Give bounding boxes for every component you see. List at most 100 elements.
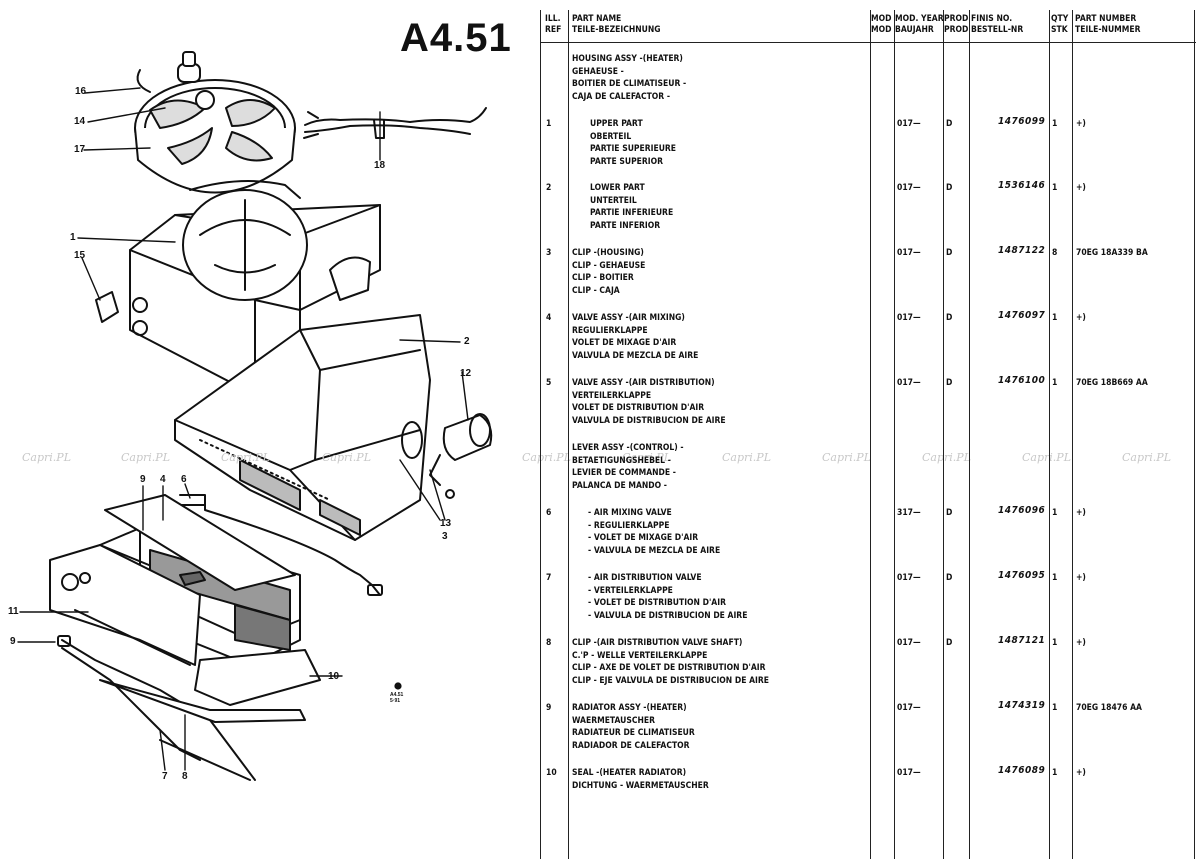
upper-housing-drawing [95, 180, 381, 396]
ill-ref-cell: 3 [546, 248, 552, 258]
prod-cell: D [946, 119, 953, 129]
blower-assembly-drawing [134, 51, 296, 194]
qty-cell: 1 [1052, 573, 1058, 583]
wiring-harness-drawing [303, 107, 487, 139]
ill-ref-cell: 4 [546, 313, 552, 323]
part-name-cell: - AIR MIXING VALVE- REGULIERKLAPPE - VOL… [588, 508, 721, 556]
diagram-reference-stamp: A4.51 5·91 [390, 692, 404, 704]
ill-ref-cell: 2 [546, 183, 552, 193]
finis-number-cell: 1476089 [998, 765, 1046, 776]
prod-cell: D [946, 248, 953, 258]
callout-13: 13 [440, 518, 452, 529]
lever-assembly-6-drawing [179, 494, 383, 596]
ill-ref-cell: 7 [546, 573, 552, 583]
qty-cell: 1 [1052, 378, 1058, 388]
qty-cell: 1 [1052, 768, 1058, 778]
finis-number-cell: 1476097 [998, 310, 1046, 321]
mod-year-cell: 017— [897, 768, 921, 778]
finis-number-cell: 1474319 [998, 700, 1046, 711]
part-name-cell: - AIR DISTRIBUTION VALVE- VERTEILERKLAPP… [588, 573, 748, 621]
part-name-cell: CLIP -(AIR DISTRIBUTION VALVE SHAFT)C.'P… [572, 638, 769, 686]
column-rule [969, 10, 970, 859]
callout-16: 16 [75, 86, 87, 97]
mod-year-cell: 017— [897, 119, 921, 129]
callout-4: 4 [160, 474, 166, 485]
mod-year-cell: 017— [897, 313, 921, 323]
finis-number-cell: 1476096 [998, 505, 1046, 516]
column-rule [943, 10, 944, 859]
callout-1: 1 [70, 232, 76, 243]
watermark: Capri.PL [522, 451, 571, 464]
part-number-cell: +) [1076, 508, 1086, 518]
heater-exploded-drawing [17, 51, 493, 781]
ill-ref-cell: 8 [546, 638, 552, 648]
callout-11: 11 [8, 606, 19, 617]
mod-year-cell: 017— [897, 703, 921, 713]
callout-10: 10 [328, 671, 340, 682]
finis-number-cell: 1487122 [998, 245, 1046, 256]
watermark: Capri.PL [922, 451, 971, 464]
column-rule [870, 10, 871, 859]
watermark: Capri.PL [121, 451, 170, 464]
mod-year-cell: 017— [897, 183, 921, 193]
mod-year-cell: 317— [897, 508, 921, 518]
finis-number-cell: 1536146 [998, 180, 1046, 191]
ill-ref-cell: 10 [546, 768, 557, 778]
prod-cell: D [946, 378, 953, 388]
finis-number-cell: 1476095 [998, 570, 1046, 581]
qty-cell: 1 [1052, 638, 1058, 648]
seal-panel-drawing [104, 494, 296, 591]
column-rule [1049, 10, 1050, 859]
header-finis-no: FINIS NO.BESTELL-NR [971, 14, 1024, 35]
callout-17: 17 [74, 144, 86, 155]
callout-8: 8 [182, 771, 188, 782]
qty-cell: 1 [1052, 508, 1058, 518]
callout-15: 15 [74, 250, 86, 261]
part-number-cell: 70EG 18476 AA [1076, 703, 1142, 713]
qty-cell: 1 [1052, 183, 1058, 193]
part-name-cell: VALVE ASSY -(AIR MIXING)REGULIERKLAPPE V… [572, 313, 699, 361]
finis-number-cell: 1476099 [998, 116, 1046, 127]
mod-year-cell: 017— [897, 378, 921, 388]
exploded-diagram: A4.51 16 14 17 18 1 15 2 12 13 3 9 4 6 1… [0, 0, 540, 859]
part-name-cell: SEAL -(HEATER RADIATOR)DICHTUNG - WAERME… [572, 768, 709, 791]
watermark: Capri.PL [622, 451, 671, 464]
column-rule [540, 10, 541, 859]
qty-cell: 1 [1052, 703, 1058, 713]
ill-ref-cell: 6 [546, 508, 552, 518]
part-number-cell: 70EG 18A339 BA [1076, 248, 1148, 258]
callout-18: 18 [374, 160, 386, 171]
part-name-cell: LEVER ASSY -(CONTROL) -BETAETIGUNGSHEBEL… [572, 443, 684, 491]
qty-cell: 1 [1052, 313, 1058, 323]
lever-assembly-7-drawing [57, 635, 306, 781]
prod-cell: D [946, 183, 953, 193]
reference-stamp-drawing [394, 682, 402, 690]
callout-12: 12 [460, 368, 472, 379]
part-number-cell: +) [1076, 768, 1086, 778]
prod-cell: D [946, 313, 953, 323]
part-name-cell: VALVE ASSY -(AIR DISTRIBUTION)VERTEILERK… [572, 378, 726, 426]
mod-year-cell: 017— [897, 248, 921, 258]
prod-cell: D [946, 508, 953, 518]
callout-9: 9 [10, 636, 16, 647]
part-number-cell: +) [1076, 119, 1086, 129]
watermark: Capri.PL [1122, 451, 1171, 464]
part-name-cell: CLIP -(HOUSING)CLIP - GEHAEUSE CLIP - BO… [572, 248, 646, 296]
qty-cell: 8 [1052, 248, 1058, 258]
callout-9-top: 9 [140, 474, 146, 485]
callout-7: 7 [162, 771, 168, 782]
watermark: Capri.PL [822, 451, 871, 464]
ill-ref-cell: 5 [546, 378, 552, 388]
callout-14: 14 [74, 116, 86, 127]
callout-2: 2 [464, 336, 470, 347]
page-title: A4.51 [400, 16, 512, 60]
part-name-cell: RADIATOR ASSY -(HEATER)WAERMETAUSCHER RA… [572, 703, 695, 751]
watermark: Capri.PL [722, 451, 771, 464]
